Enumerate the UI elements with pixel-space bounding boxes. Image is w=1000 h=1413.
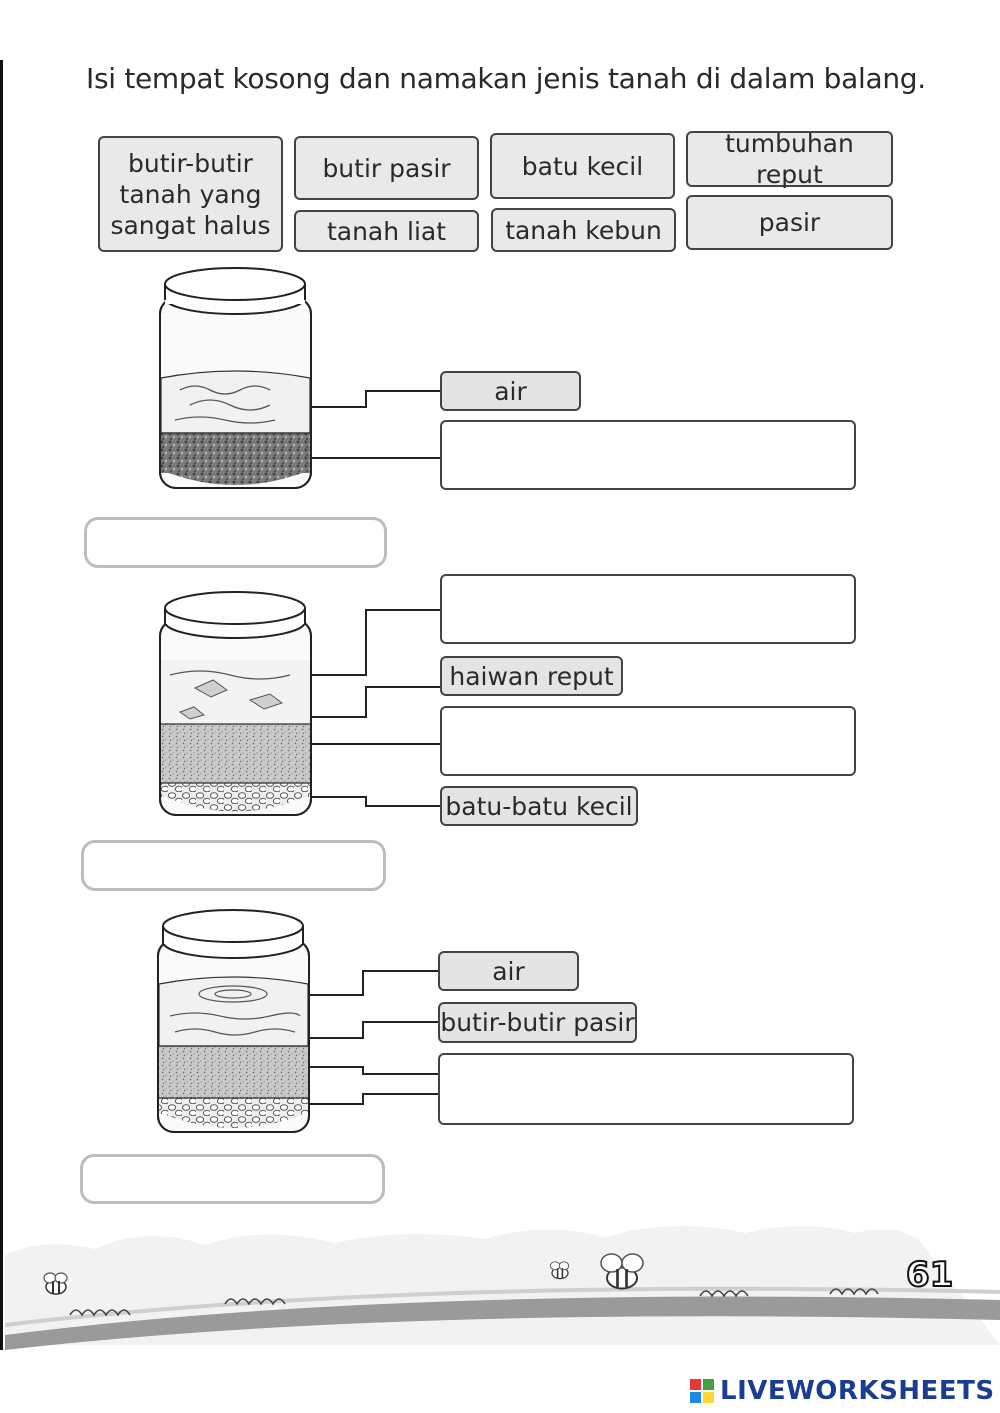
jar-1-leader-lines [311,390,440,459]
jar3-soil-name-field[interactable] [80,1154,385,1204]
word-bank-tanah-kebun: tanah kebun [491,208,676,252]
jar1-answer-field[interactable] [440,420,856,490]
footer-decoration [4,1225,1000,1350]
jar2-soil-name-field[interactable] [81,840,386,891]
brand-name: LIVEWORKSHEETS [720,1376,995,1406]
jar-3-leader-lines [309,970,438,1105]
jar2-answer-field-top[interactable] [440,574,856,644]
jar-2-leader-lines [311,609,440,807]
word-bank-butir-pasir: butir pasir [294,136,479,200]
word-line-1: butir-butir [128,148,253,178]
instruction-text: Isi tempat kosong dan namakan jenis tana… [86,62,926,95]
jar2-label-haiwan-reput: haiwan reput [440,656,623,696]
bee-icon [43,1272,68,1295]
jar2-answer-field-middle[interactable] [440,706,856,776]
jar1-soil-name-field[interactable] [84,517,387,568]
jar-3 [157,909,310,1133]
word-line-2: tanah yang [119,179,262,209]
jar-1 [159,267,312,489]
jar3-label-air: air [438,951,579,991]
word-line-3: sangat halus [110,210,271,240]
jar3-answer-field[interactable] [438,1053,854,1125]
word-bank-halus: butir-butir tanah yang sangat halus [98,136,283,252]
word-bank-tanah-liat: tanah liat [294,210,479,252]
liveworksheets-logo-icon [690,1379,714,1403]
jar1-label-air: air [440,371,581,411]
word-bank-pasir: pasir [686,195,893,250]
page-number: 61 [905,1254,954,1296]
liveworksheets-brand[interactable]: LIVEWORKSHEETS [690,1376,995,1406]
jar2-label-batu-batu-kecil: batu-batu kecil [440,786,638,826]
bee-icon [600,1253,644,1290]
jar-2 [159,591,312,816]
bee-icon [549,1261,570,1280]
word-bank-batu-kecil: batu kecil [490,133,675,199]
word-bank-tumbuhan-reput: tumbuhan reput [686,129,893,189]
page-margin-line [0,60,3,1350]
jar3-label-butir-butir-pasir: butir-butir pasir [438,1002,637,1043]
